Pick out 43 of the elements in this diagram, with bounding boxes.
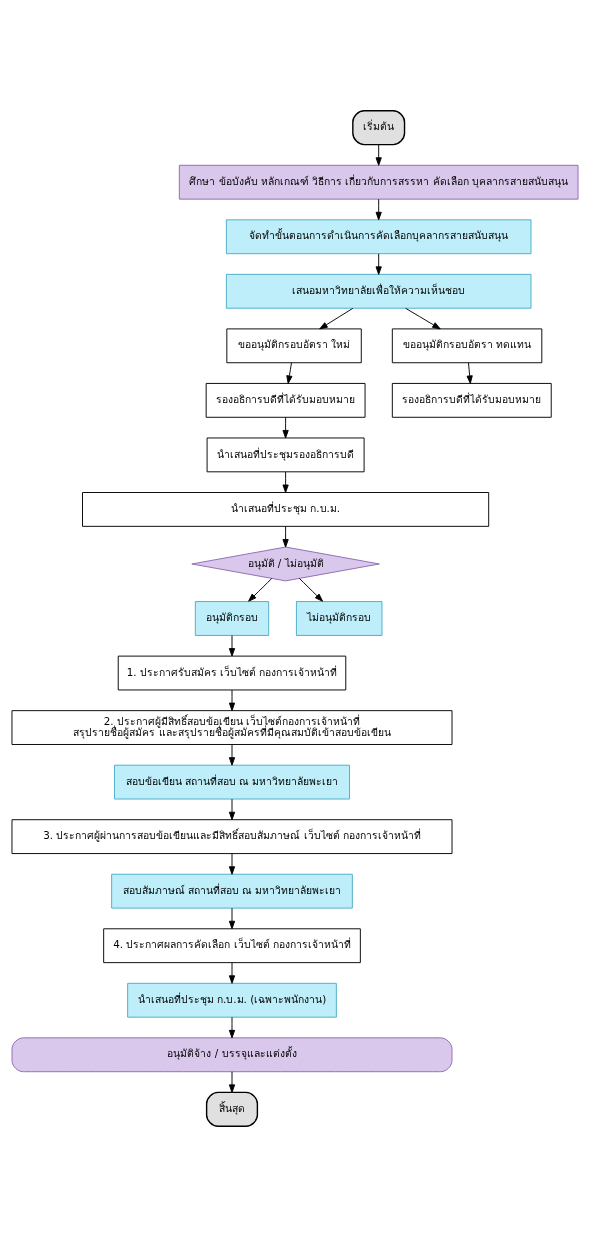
node-box: รองอธิการบดีที่ได้รับมอบหมาย: [391, 382, 552, 418]
arrow: [319, 307, 354, 330]
arrow: [228, 635, 236, 657]
node-box: อนุมัติกรอบ: [194, 601, 270, 636]
arrow: [228, 962, 236, 984]
node-box: นำเสนอที่ประชุมรองอธิการบดี: [206, 437, 365, 473]
node-box: นำเสนอที่ประชุม ก.บ.ม. (เฉพาะพนักงาน): [127, 982, 337, 1018]
node-box: รองอธิการบดีที่ได้รับมอบหมาย: [205, 382, 366, 418]
arrow: [298, 578, 324, 602]
node-box: 2. ประกาศผู้มีสิทธิ์สอบข้อเขียน เว็บไซต์กองการเจ้าหน้าที่ สรุปรายชื่อผู้สมัคร และสรุปรายชื่อผู้สมัครที่มีคุณสมบัติเข้าสอบข้อเขียน: [11, 710, 453, 745]
arrow: [228, 853, 236, 875]
node-box: อนุมัติจ้าง / บรรจุและแต่งตั้ง: [11, 1037, 453, 1073]
arrow: [282, 416, 289, 439]
arrow: [375, 253, 382, 275]
node-box: นำเสนอที่ประชุม ก.บ.ม.: [82, 492, 490, 527]
node-box: ศึกษา ข้อบังคับ หลักเกณฑ์ วิธีการ เกี่ยวกับการสรรหา คัดเลือก บุคลากรสายสนับสนุน: [178, 164, 579, 200]
arrow: [375, 144, 382, 166]
node-box: ไม่อนุมัติกรอบ: [295, 601, 383, 636]
node-box: เสนอมหาวิทยาลัยเพื่อให้ความเห็นชอบ: [225, 273, 532, 309]
arrow: [228, 907, 236, 930]
node-box: จัดทำขั้นตอนการดำเนินการคัดเลือกบุคลากรสายสนับสนุน: [225, 219, 532, 255]
arrow: [228, 689, 236, 712]
node-box: เริ่มต้น: [352, 110, 406, 146]
node-box: ขออนุมัติกรอบอัตรา ใหม่: [226, 328, 362, 364]
arrow: [228, 1016, 236, 1039]
arrow: [228, 744, 236, 766]
arrow: [375, 198, 382, 221]
node-box: สิ้นสุด: [205, 1091, 259, 1127]
arrow: [282, 526, 289, 548]
arrow: [248, 578, 273, 602]
arrow: [405, 307, 441, 330]
node-box: ขออนุมัติกรอบอัตรา ทดแทน: [391, 328, 543, 364]
arrow: [286, 362, 293, 384]
arrow: [466, 362, 473, 384]
node-box: สอบข้อเขียน สถานที่สอบ ณ มหาวิทยาลัยพะเยา: [114, 764, 350, 800]
node-box: 3. ประกาศผู้ผ่านการสอบข้อเขียนและมีสิทธิ์สอบสัมภาษณ์ เว็บไซต์ กองการเจ้าหน้าที่: [11, 819, 453, 855]
arrow: [228, 798, 236, 821]
node-diamond: อนุมัติ / ไม่อนุมัติ: [191, 546, 380, 582]
node-box: 1. ประกาศรับสมัคร เว็บไซต์ กองการเจ้าหน้าที่: [117, 655, 347, 691]
arrow: [282, 471, 289, 493]
node-box: 4. ประกาศผลการคัดเลือก เว็บไซต์ กองการเจ้าหน้าที่: [103, 928, 361, 964]
node-box: สอบสัมภาษณ์ สถานที่สอบ ณ มหาวิทยาลัยพะเยา: [111, 873, 353, 909]
arrow: [228, 1071, 236, 1093]
